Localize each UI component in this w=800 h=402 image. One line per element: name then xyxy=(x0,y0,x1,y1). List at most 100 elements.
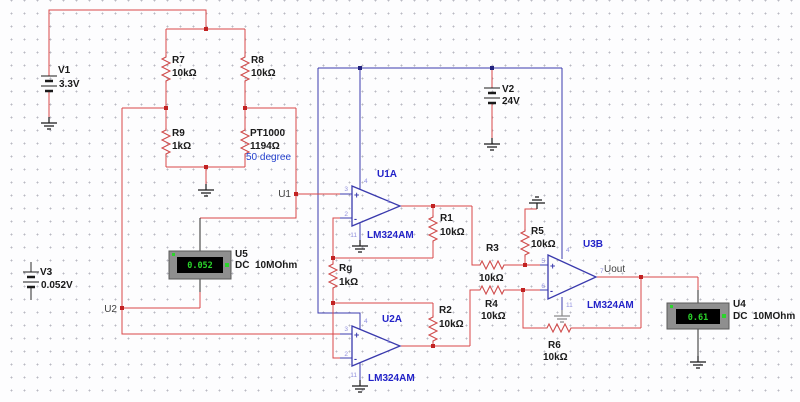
ground-r5-icon[interactable] xyxy=(528,196,546,210)
source-v2[interactable]: V2 24V xyxy=(482,84,520,107)
u5-mode: DC 10MOhm xyxy=(235,260,297,271)
v2-ref: V2 xyxy=(502,84,515,95)
u3b-pin-minus: 6 xyxy=(541,283,545,290)
u5-reading: 0.052 xyxy=(187,261,213,271)
u3b-pin-gnd: 11 xyxy=(566,302,573,309)
r9-ref: R9 xyxy=(172,128,185,139)
u1a-pin-plus: 3 xyxy=(344,186,348,193)
v1-value: 3.3V xyxy=(59,79,80,90)
u5-plus-terminal-icon xyxy=(172,253,175,256)
r8-ref: R8 xyxy=(251,55,264,66)
u1a-pin-out: 1 xyxy=(387,198,391,205)
opamp-u2a[interactable]: + - 3 2 1 4 11 U2A LM324AM xyxy=(344,314,414,384)
u5-range-arrow-icon xyxy=(225,263,229,267)
u1a-ref: U1A xyxy=(377,169,397,180)
u2a-part: LM324AM xyxy=(368,373,415,384)
u5-ref: U5 xyxy=(235,249,248,260)
net-label-uout: Uout xyxy=(604,264,625,275)
junction-dots xyxy=(120,27,643,348)
r9-value: 1kΩ xyxy=(172,141,191,152)
ground-u4-icon[interactable] xyxy=(689,355,707,369)
resistor-r9[interactable]: R9 1kΩ xyxy=(161,127,191,157)
resistor-rg[interactable]: Rg 1kΩ xyxy=(328,261,358,291)
opamp-u1a[interactable]: + - 3 2 1 4 11 U1A LM324AM xyxy=(344,169,413,241)
u1a-part: LM324AM xyxy=(367,230,414,241)
u3b-ref: U3B xyxy=(583,239,603,250)
ground-v2-icon[interactable] xyxy=(483,137,501,151)
thermistor-pt1000[interactable]: PT1000 1194Ω 50 degree xyxy=(240,127,291,163)
multimeter-u5[interactable]: 0.052 U5 DC 10MOhm xyxy=(168,249,297,280)
power-rail-24v[interactable] xyxy=(317,67,563,330)
r1-value: 10kΩ xyxy=(440,227,465,238)
r4-value: 10kΩ xyxy=(481,311,506,322)
u2a-pin-plus: 3 xyxy=(344,326,348,333)
r8-value: 10kΩ xyxy=(251,68,276,79)
r2-value: 10kΩ xyxy=(439,319,464,330)
r6-value: 10kΩ xyxy=(543,352,568,363)
ground-u3b-icon[interactable] xyxy=(553,309,571,323)
resistor-r1[interactable]: R1 10kΩ xyxy=(428,213,465,244)
u2a-ref: U2A xyxy=(382,314,402,325)
u2a-pin-out: 1 xyxy=(387,338,391,345)
source-v3[interactable]: V3 0.052V xyxy=(21,267,73,291)
v3-ref: V3 xyxy=(40,267,53,278)
u2a-pin-gnd: 11 xyxy=(350,372,357,379)
u3b-pin-vcc: 4 xyxy=(566,247,570,254)
u1a-pin-vcc: 4 xyxy=(364,178,368,185)
u4-reading: 0.61 xyxy=(688,313,708,323)
r7-ref: R7 xyxy=(172,55,185,66)
resistor-r2[interactable]: R2 10kΩ xyxy=(428,305,464,344)
u1a-plus-sign: + xyxy=(354,190,359,200)
opamp-u3b[interactable]: + - 5 6 7 4 11 U3B LM324AM xyxy=(541,239,633,311)
r1-ref: R1 xyxy=(440,213,453,224)
resistor-r6[interactable]: R6 10kΩ xyxy=(543,323,574,363)
meter-leads[interactable] xyxy=(30,218,699,356)
pt1000-annotation: 50 degree xyxy=(246,152,291,163)
u3b-pin-out: 7 xyxy=(600,268,604,275)
u1a-minus-sign: - xyxy=(354,214,357,224)
resistor-r3[interactable]: R3 10kΩ xyxy=(477,243,507,284)
u2a-pin-minus: 2 xyxy=(344,351,348,358)
net-label-u1: U1 xyxy=(278,189,291,200)
pt1000-value: 1194Ω xyxy=(250,141,280,152)
u3b-pin-plus: 5 xyxy=(541,258,545,265)
r7-value: 10kΩ xyxy=(172,68,197,79)
net-wires-u1-u2[interactable] xyxy=(121,108,340,335)
r6-ref: R6 xyxy=(548,340,561,351)
r5-ref: R5 xyxy=(531,226,544,237)
r2-ref: R2 xyxy=(439,305,452,316)
u3b-minus-sign: - xyxy=(550,286,553,296)
r3-value: 10kΩ xyxy=(479,273,504,284)
r4-ref: R4 xyxy=(485,299,498,310)
u4-ref: U4 xyxy=(733,299,746,310)
amplifier-wires[interactable] xyxy=(332,205,699,359)
rg-value: 1kΩ xyxy=(339,277,358,288)
u1a-pin-gnd: 11 xyxy=(350,232,357,239)
v2-value: 24V xyxy=(502,96,520,107)
multimeter-u4[interactable]: 0.61 U4 DC 10MOhm xyxy=(666,299,795,330)
u4-range-arrow-icon xyxy=(722,314,726,318)
ground-v1-icon[interactable] xyxy=(40,116,58,130)
resistor-r5[interactable]: R5 10kΩ xyxy=(520,226,556,258)
ground-u2a-icon[interactable] xyxy=(351,379,369,393)
resistor-r4[interactable]: R4 10kΩ xyxy=(477,285,507,322)
r3-ref: R3 xyxy=(486,243,499,254)
v3-value: 0.052V xyxy=(41,280,73,291)
ground-bridge-icon[interactable] xyxy=(197,183,215,197)
ground-u1a-icon[interactable] xyxy=(351,239,369,253)
u2a-minus-sign: - xyxy=(354,354,357,364)
resistor-r7[interactable]: R7 10kΩ xyxy=(161,54,197,84)
u4-mode: DC 10MOhm xyxy=(733,311,795,322)
resistor-r8[interactable]: R8 10kΩ xyxy=(240,54,276,84)
net-label-u2: U2 xyxy=(104,304,117,315)
pt1000-ref: PT1000 xyxy=(250,128,285,139)
u3b-plus-sign: + xyxy=(550,261,555,271)
source-v1[interactable]: V1 3.3V xyxy=(39,65,80,93)
opamp-pin-stubs[interactable] xyxy=(340,193,563,380)
u4-plus-terminal-icon xyxy=(670,305,673,308)
u2a-plus-sign: + xyxy=(354,330,359,340)
u1a-pin-minus: 2 xyxy=(344,211,348,218)
rg-ref: Rg xyxy=(339,263,352,274)
r5-value: 10kΩ xyxy=(531,239,556,250)
